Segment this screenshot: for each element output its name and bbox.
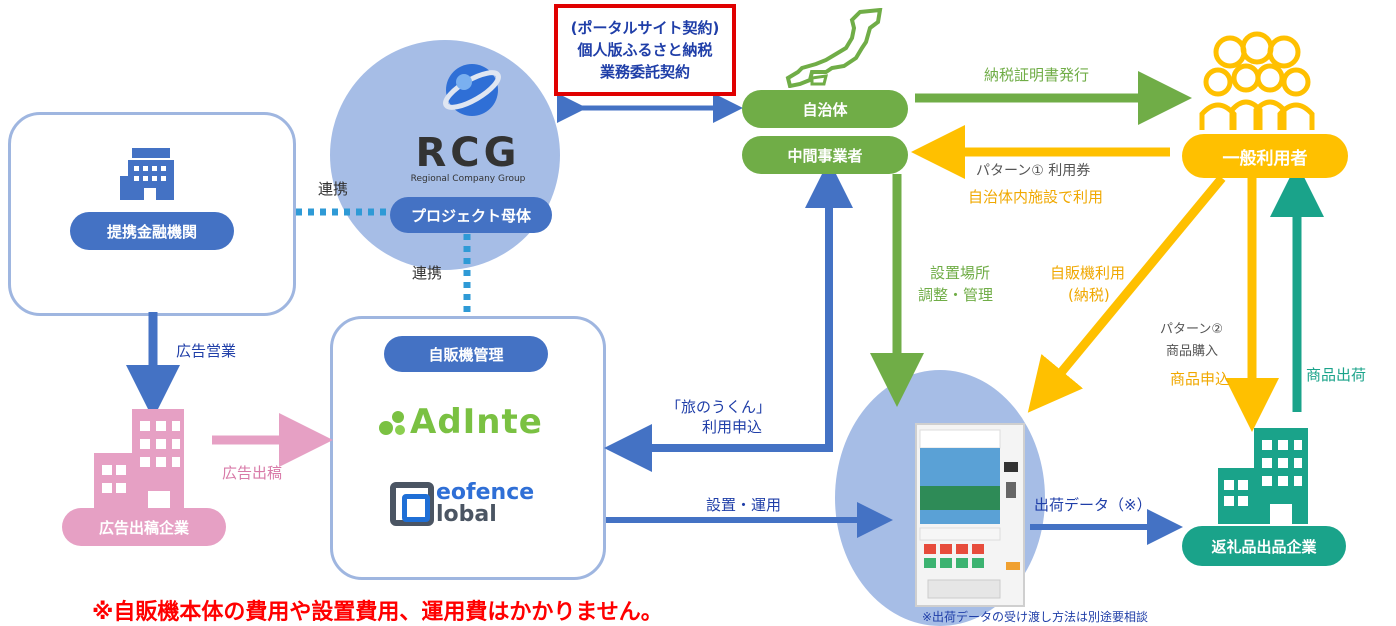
globe-logo-icon: [443, 64, 501, 116]
ship-data-label: 出荷データ（※）: [1034, 496, 1152, 514]
rcg-logo-text: RCG: [415, 130, 521, 176]
contract-line-3: 業務委託契約: [599, 63, 690, 81]
company-building-icon: [1218, 428, 1308, 524]
vending-machine-icon: [915, 423, 1025, 607]
adinte-text: AdInte: [410, 402, 543, 442]
ad-sales-label: 広告営業: [176, 342, 237, 360]
intermediary-pill: 中間事業者: [742, 136, 908, 174]
tabi-apply-line-1: 「旅のうくん」: [666, 398, 772, 416]
office-building-icon: [94, 409, 184, 513]
vending-use-line-2: (納税): [1068, 286, 1110, 304]
vending-use-line-1: 自販機利用: [1050, 264, 1126, 282]
install-ops-label: 設置・運用: [706, 496, 782, 514]
footer-note: ※自販機本体の費用や設置費用、運用費はかかりません。: [92, 600, 663, 625]
contract-line-2: 個人版ふるさと納税: [577, 41, 713, 59]
rcg-tagline: Regional Company Group: [410, 174, 526, 184]
pattern1-line-2: 自治体内施設で利用: [968, 188, 1104, 206]
municipality-pill: 自治体: [742, 90, 908, 128]
contract-line-1: (ポータルサイト契約): [570, 19, 720, 37]
setup-location-line-2: 調整・管理: [918, 286, 994, 304]
setup-location-line-1: 設置場所: [930, 264, 991, 282]
tabi-apply-line-2: 利用申込: [702, 418, 763, 436]
shipping-label: 商品出荷: [1306, 366, 1367, 384]
contract-box: (ポータルサイト契約) 個人版ふるさと納税 業務委託契約: [554, 4, 736, 96]
user-group-icon: [1199, 31, 1315, 130]
tabi-apply-arrow: [604, 184, 833, 472]
geofence-top-text: eofence: [436, 480, 535, 505]
ship-note-label: ※出荷データの受け渡し方法は別途要相談: [922, 610, 1149, 624]
pattern2-line-3: 商品申込: [1170, 370, 1231, 388]
adinte-logo: AdInte: [376, 402, 543, 442]
adinte-mark-icon: [379, 411, 405, 435]
geofence-g-icon: [390, 482, 434, 526]
gift-company-pill: 返礼品出品企業: [1182, 526, 1346, 566]
pattern2-line-1: パターン②: [1160, 322, 1224, 337]
vending-use-arrow: [1027, 175, 1226, 413]
japan-map-icon: [785, 8, 883, 88]
pattern1-line-1: パターン① 利用券: [976, 163, 1091, 179]
link-label-horizontal: 連携: [318, 180, 349, 198]
tax-cert-label: 納税証明書発行: [984, 66, 1090, 84]
partner-bank-pill: 提携金融機関: [70, 212, 234, 250]
vending-mgmt-pill: 自販機管理: [384, 336, 548, 372]
geofence-bottom-text: lobal: [436, 502, 497, 527]
geofence-logo: eofence lobal: [390, 480, 560, 530]
pattern2-line-2: 商品購入: [1166, 344, 1219, 359]
link-label-vertical: 連携: [412, 264, 443, 282]
project-parent-pill: プロジェクト母体: [390, 197, 552, 233]
general-users-pill: 一般利用者: [1182, 134, 1348, 178]
geofence-g2-icon: [402, 494, 430, 522]
ad-placement-label: 広告出稿: [222, 464, 283, 482]
advertiser-pill: 広告出稿企業: [62, 508, 226, 546]
bank-building-icon: [120, 148, 174, 200]
